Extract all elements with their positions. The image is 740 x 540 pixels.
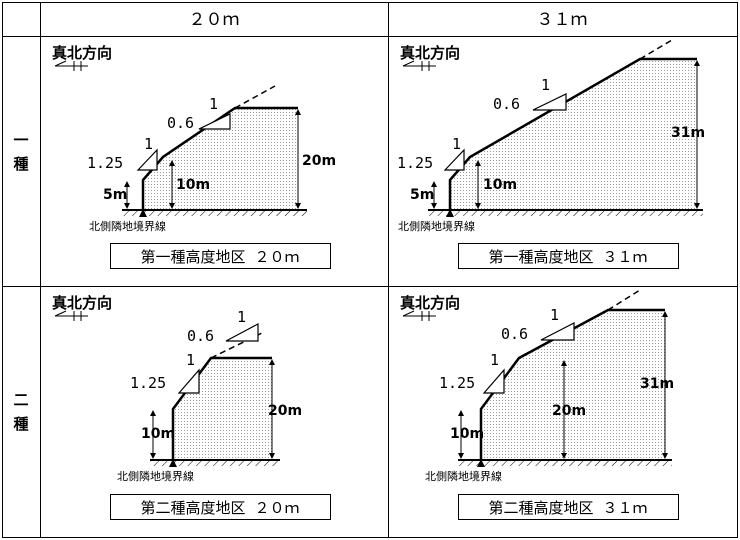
boundary-marker-icon (446, 209, 454, 217)
slope-triangle-steep (482, 368, 505, 394)
dimension-arrows (458, 311, 668, 459)
height-low-label: 5m (103, 187, 127, 203)
north-arrow-icon (54, 60, 88, 71)
dimension-lines (460, 313, 666, 457)
ratio-one-label: 1 (144, 135, 153, 153)
permitted-volume (173, 358, 272, 460)
height-total-label: 31m (640, 376, 674, 392)
height-total-label: 20m (302, 153, 336, 169)
permitted-volume (481, 310, 665, 460)
boundary-label: 北側隣地境界線 (89, 219, 166, 233)
boundary-label: 北側隣地境界線 (425, 469, 502, 483)
height-envelope-line (141, 106, 298, 210)
slope-triangle-gentle (198, 113, 231, 130)
ratio-steep-label: 1.25 (130, 374, 166, 392)
row-label-type2-char2: 種 (13, 415, 28, 433)
ratio-steep-label: 1.25 (439, 374, 475, 392)
panel-caption: 第一種高度地区 ３１ｍ (488, 248, 647, 266)
dimension-arrows (124, 109, 301, 209)
slope-extension (607, 289, 641, 311)
height-mid-label: 10m (141, 426, 175, 442)
north-arrow-icon (402, 310, 436, 321)
panel-type2-31m: 真北方向 北側隣地境界線 1 1.25 1 0.6 10m (400, 289, 679, 520)
ground-hatch (458, 460, 672, 466)
ground-hatch (122, 210, 307, 216)
slope-triangle-steep (177, 368, 200, 394)
north-arrow-icon (402, 60, 436, 71)
north-arrow-icon (54, 310, 88, 321)
ratio-one-label: 1 (490, 351, 499, 369)
ratio-one-label: 1 (541, 76, 550, 94)
caption-box (458, 494, 679, 520)
permitted-volume (450, 59, 697, 210)
slope-triangle-steep (136, 148, 158, 171)
height-low-label: 5m (410, 187, 434, 203)
true-north-label: 真北方向 (52, 294, 112, 312)
ratio-one-label: 1 (237, 308, 246, 326)
dimension-lines (152, 361, 273, 457)
caption-box (110, 494, 331, 520)
row-label-type1-char1: 一 (13, 131, 28, 149)
dimension-arrows (150, 359, 275, 459)
column-header-31m: ３１ｍ (537, 10, 588, 30)
ground-hatch (150, 460, 280, 466)
panel-type1-20m: 真北方向 北側隣地境界線 1 1.25 1 0.6 (52, 44, 336, 269)
ratio-gentle-label: 0.6 (493, 95, 520, 113)
height-low-label: 10m (450, 426, 484, 442)
boundary-marker-icon (139, 209, 147, 217)
ratio-gentle-label: 0.6 (167, 114, 194, 132)
ratio-steep-label: 1.25 (87, 154, 123, 172)
ground-hatch (428, 210, 703, 216)
height-mid-label: 10m (483, 177, 517, 193)
column-header-20m: ２０ｍ (189, 10, 240, 30)
height-envelope-line (479, 308, 665, 460)
ratio-one-label: 1 (209, 95, 218, 113)
slope-triangle-gentle (225, 323, 259, 342)
height-mid-label: 20m (552, 403, 586, 419)
permitted-volume (143, 108, 298, 210)
ratio-one-label: 1 (550, 306, 559, 324)
dimension-arrows (431, 60, 700, 209)
row-label-type2-char1: 二 (13, 391, 28, 409)
slope-triangle-gentle (540, 322, 575, 341)
boundary-label: 北側隣地境界線 (398, 219, 475, 233)
boundary-label: 北側隣地境界線 (117, 469, 194, 483)
slope-triangle-steep (443, 148, 465, 171)
panel-type1-31m: 真北方向 北側隣地境界線 1 1.25 1 0.6 5m 1 (397, 39, 705, 269)
slope-extension (234, 85, 276, 109)
panel-type2-20m: 真北方向 北側隣地境界線 1 1.25 1 0.6 10m 20m (52, 294, 331, 520)
boundary-marker-icon (169, 459, 177, 467)
slope-extension (639, 39, 673, 60)
ratio-one-label: 1 (186, 351, 195, 369)
height-total-label: 31m (671, 125, 705, 141)
panel-caption: 第二種高度地区 ３１ｍ (488, 499, 647, 517)
height-mid-label: 10m (176, 177, 210, 193)
caption-box (458, 243, 679, 269)
ratio-steep-label: 1.25 (397, 154, 433, 172)
height-envelope-line (448, 57, 697, 210)
ratio-gentle-label: 0.6 (501, 325, 528, 343)
true-north-label: 真北方向 (400, 294, 460, 312)
boundary-marker-icon (477, 459, 485, 467)
panel-caption: 第一種高度地区 ２０ｍ (140, 248, 299, 266)
ratio-one-label: 1 (452, 135, 461, 153)
panel-caption: 第二種高度地区 ２０ｍ (140, 499, 299, 517)
caption-box (110, 243, 331, 269)
row-label-type1-char2: 種 (13, 155, 28, 173)
ratio-gentle-label: 0.6 (187, 327, 214, 345)
height-total-label: 20m (268, 403, 302, 419)
slope-triangle-gentle (532, 93, 567, 111)
true-north-label: 真北方向 (400, 44, 460, 62)
true-north-label: 真北方向 (52, 44, 112, 62)
